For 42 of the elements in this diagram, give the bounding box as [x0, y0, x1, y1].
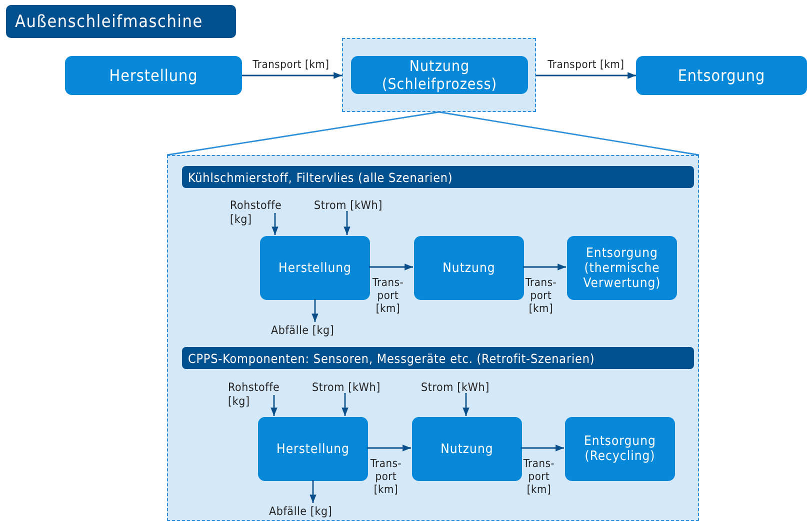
process-box: Nutzung (Schleifprozess): [351, 56, 528, 94]
arrow: [462, 393, 470, 416]
arrow: [344, 211, 350, 235]
flow-label: Rohstoffe [kg]: [230, 198, 292, 226]
arrow: [536, 72, 636, 79]
arrow: [242, 72, 342, 79]
arrow: [270, 395, 278, 416]
process-box: Herstellung: [65, 56, 242, 95]
edge-label: Trans- port [km]: [371, 276, 405, 315]
arrow: [342, 393, 348, 416]
section-header: CPPS-Komponenten: Sensoren, Messgeräte etc. (Retrofit-Szenarien): [182, 347, 694, 369]
process-box: Herstellung: [258, 417, 368, 481]
section-header: Kühlschmierstoff, Filtervlies (alle Szenarien): [182, 166, 694, 188]
arrow: [272, 213, 278, 235]
process-box: Herstellung: [260, 236, 370, 300]
zoom-line: [166, 111, 440, 156]
dashed-frame: [167, 155, 699, 521]
flow-label: Rohstoffe [kg]: [228, 380, 290, 408]
flow-label: Strom [kWh]: [312, 380, 396, 394]
edge-label: Trans- port [km]: [524, 276, 558, 315]
process-box: Nutzung: [414, 236, 524, 300]
flow-label: Strom [kWh]: [314, 198, 398, 212]
edge-label: Transport [km]: [546, 58, 626, 71]
arrow: [367, 444, 411, 452]
edge-label: Transport [km]: [252, 58, 330, 71]
arrow: [369, 264, 413, 270]
arrow: [312, 299, 318, 322]
title-banner: Außenschleifmaschine: [6, 5, 236, 38]
flow-label: Strom [kWh]: [421, 380, 505, 394]
flow-label: Abfälle [kg]: [269, 504, 349, 518]
flow-label: Abfälle [kg]: [271, 323, 351, 337]
arrow: [521, 444, 564, 452]
edge-label: Trans- port [km]: [369, 457, 403, 496]
edge-label: Trans- port [km]: [522, 457, 556, 496]
arrow: [523, 264, 566, 270]
process-box: Nutzung: [412, 417, 522, 481]
process-box: Entsorgung (Recycling): [565, 417, 675, 481]
process-box: Entsorgung (thermische Verwertung): [567, 236, 677, 300]
arrow: [310, 480, 316, 503]
zoom-line: [438, 111, 700, 156]
process-box: Entsorgung: [636, 56, 807, 95]
dashed-frame: [342, 38, 536, 112]
